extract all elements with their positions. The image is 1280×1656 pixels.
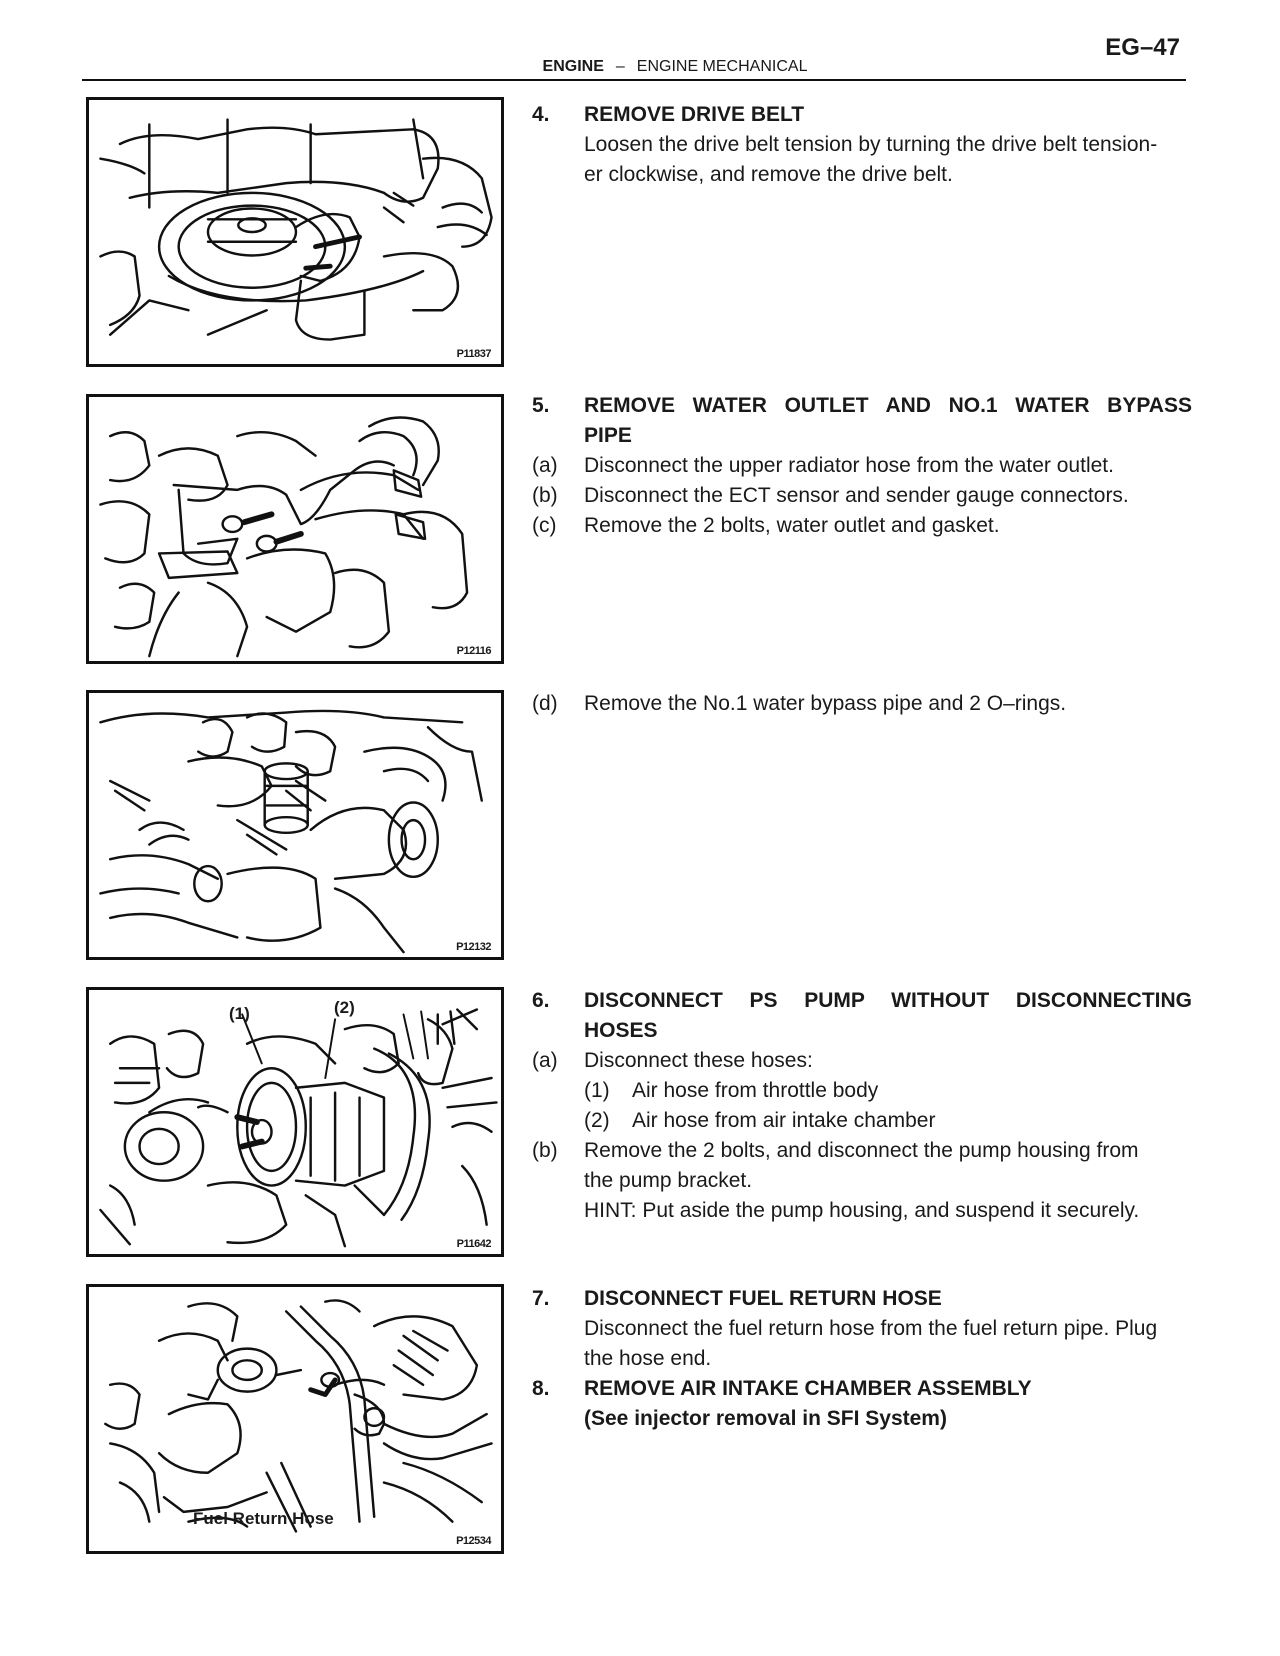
- figure-fuel-return-hose: Fuel Return Hose P12534: [86, 1284, 504, 1554]
- figure-water-outlet: P12116: [86, 394, 504, 664]
- figure-code: P11837: [456, 348, 492, 360]
- step-item: (a) Disconnect the upper radiator hose f…: [532, 451, 1192, 481]
- item-label: (a): [532, 1049, 558, 1072]
- step-number: 6.: [532, 989, 550, 1012]
- sub-item-text: Air hose from throttle body: [632, 1079, 879, 1102]
- step-title: REMOVE DRIVE BELT: [584, 103, 805, 126]
- running-header: ENGINE–ENGINE MECHANICAL: [0, 58, 1280, 76]
- item-text: the pump bracket.: [584, 1169, 753, 1192]
- figure-code: P11642: [456, 1238, 492, 1250]
- item-label: (b): [532, 484, 558, 507]
- item-text: Remove the 2 bolts, and disconnect the p…: [584, 1139, 1139, 1162]
- item-text: Remove the 2 bolts, water outlet and gas…: [584, 514, 1000, 537]
- item-label: (c): [532, 514, 557, 537]
- bypass-pipe-illustration: [99, 709, 483, 954]
- sub-item: (1) Air hose from throttle body: [584, 1076, 1192, 1106]
- item-text: Remove the No.1 water bypass pipe and 2 …: [584, 692, 1067, 715]
- page-number: EG–47: [1105, 34, 1180, 61]
- step-item: (d) Remove the No.1 water bypass pipe an…: [532, 689, 1192, 719]
- figure-code: P12534: [456, 1535, 491, 1547]
- figure-code: P12116: [456, 645, 492, 657]
- figure-ps-pump: (1) (2) P11642: [86, 987, 504, 1257]
- step-item: (b) Remove the 2 bolts, and disconnect t…: [532, 1136, 1192, 1226]
- header-separator: –: [615, 58, 625, 75]
- step-item: (c) Remove the 2 bolts, water outlet and…: [532, 511, 1192, 541]
- item-label: (b): [532, 1139, 558, 1162]
- step-4: 4. REMOVE DRIVE BELT Loosen the drive be…: [532, 100, 1192, 190]
- header-section: ENGINE: [542, 58, 604, 75]
- fuel-return-hose-illustration: [104, 1299, 493, 1533]
- step-7: 7. DISCONNECT FUEL RETURN HOSE Disconnec…: [532, 1284, 1192, 1434]
- step-title: DISCONNECT PS PUMP WITHOUT DISCONNECTING: [584, 989, 1192, 1012]
- step-title: REMOVE WATER OUTLET AND NO.1 WATER BYPAS…: [584, 394, 1192, 417]
- step-item: (a) Disconnect these hoses: (1) Air hose…: [532, 1046, 1192, 1136]
- sub-item-label: (1): [584, 1079, 610, 1102]
- figure-drive-belt: P11837: [86, 97, 504, 367]
- step-5: 5. REMOVE WATER OUTLET AND NO.1 WATER BY…: [532, 391, 1192, 541]
- figure-label-2: (2): [334, 998, 355, 1017]
- step-6: 6. DISCONNECT PS PUMP WITHOUT DISCONNECT…: [532, 986, 1192, 1226]
- item-text: Disconnect the ECT sensor and sender gau…: [584, 484, 1129, 507]
- figure-bypass-pipe: P12132: [86, 690, 504, 960]
- step-title: (See injector removal in SFI System): [584, 1407, 947, 1430]
- figure-code: P12132: [456, 941, 491, 953]
- ps-pump-illustration: [99, 1008, 498, 1248]
- item-label: (a): [532, 454, 558, 477]
- step-item: (b) Disconnect the ECT sensor and sender…: [532, 481, 1192, 511]
- step-body-line: Loosen the drive belt tension by turning…: [584, 133, 1158, 156]
- step-title: REMOVE AIR INTAKE CHAMBER ASSEMBLY: [584, 1377, 1032, 1400]
- step-title: PIPE: [584, 424, 632, 447]
- drive-belt-illustration: [99, 118, 493, 341]
- step-number: 7.: [532, 1287, 550, 1310]
- step-body-line: the hose end.: [584, 1347, 712, 1370]
- step-title: DISCONNECT FUEL RETURN HOSE: [584, 1287, 942, 1310]
- figure-label-1: (1): [229, 1004, 250, 1023]
- sub-item-label: (2): [584, 1109, 610, 1132]
- header-subsection: ENGINE MECHANICAL: [636, 58, 808, 75]
- hint-text: HINT: Put aside the pump housing, and su…: [584, 1199, 1140, 1222]
- sub-item: (2) Air hose from air intake chamber: [584, 1106, 1192, 1136]
- step-number: 5.: [532, 394, 550, 417]
- step-body-line: Disconnect the fuel return hose from the…: [584, 1317, 1158, 1340]
- step-number: 4.: [532, 103, 550, 126]
- figure-label-fuel-return-hose: Fuel Return Hose: [193, 1509, 334, 1528]
- step-8: 8. REMOVE AIR INTAKE CHAMBER ASSEMBLY (S…: [532, 1374, 1192, 1434]
- item-text: Disconnect the upper radiator hose from …: [584, 454, 1114, 477]
- header-rule: [82, 79, 1186, 81]
- item-label: (d): [532, 692, 558, 715]
- step-title: HOSES: [584, 1019, 658, 1042]
- step-body-line: er clockwise, and remove the drive belt.: [584, 163, 953, 186]
- sub-item-text: Air hose from air intake chamber: [632, 1109, 936, 1132]
- step-5-d: (d) Remove the No.1 water bypass pipe an…: [532, 689, 1192, 719]
- water-outlet-illustration: [99, 416, 469, 658]
- step-number: 8.: [532, 1377, 550, 1400]
- item-text: Disconnect these hoses:: [584, 1049, 813, 1072]
